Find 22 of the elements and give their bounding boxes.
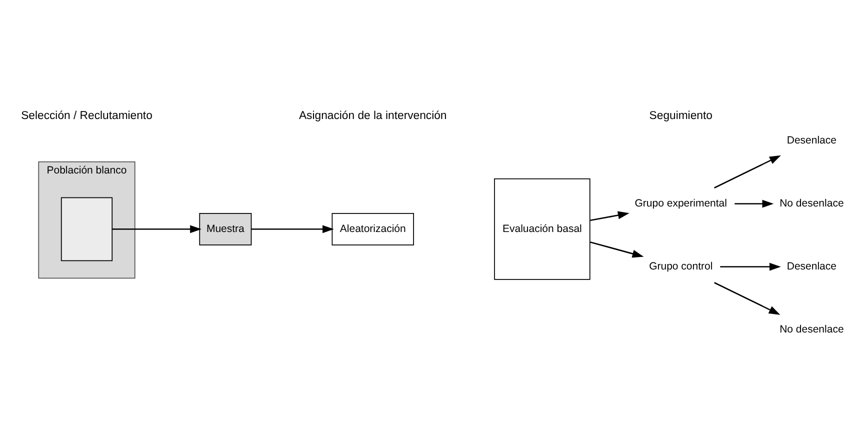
- node-text: No desenlace: [780, 323, 844, 336]
- node-text: Desenlace: [786, 134, 836, 146]
- node-box: Evaluación basal: [494, 178, 590, 280]
- label: Seguimiento: [649, 110, 712, 122]
- arrow: [251, 225, 334, 234]
- node-text: Desenlace: [786, 260, 836, 272]
- arrow: [590, 241, 644, 258]
- node-text: Grupo control: [649, 260, 713, 272]
- node-text: No desenlace: [780, 197, 844, 210]
- arrow: [714, 282, 780, 315]
- node-box: [60, 197, 113, 262]
- cluster: Población blanco: [38, 161, 136, 279]
- label: Asignación de la intervención: [298, 110, 447, 122]
- arrow: [734, 200, 774, 208]
- node-box: Muestra: [199, 212, 252, 246]
- arrow: [720, 262, 781, 271]
- label: Selección / Reclutamiento: [21, 110, 152, 122]
- node-box: Aleatorización: [332, 212, 414, 246]
- arrow: [590, 211, 630, 222]
- arrow: [714, 155, 781, 188]
- arrow: [112, 225, 202, 234]
- node-text: Grupo experimental: [634, 197, 727, 210]
